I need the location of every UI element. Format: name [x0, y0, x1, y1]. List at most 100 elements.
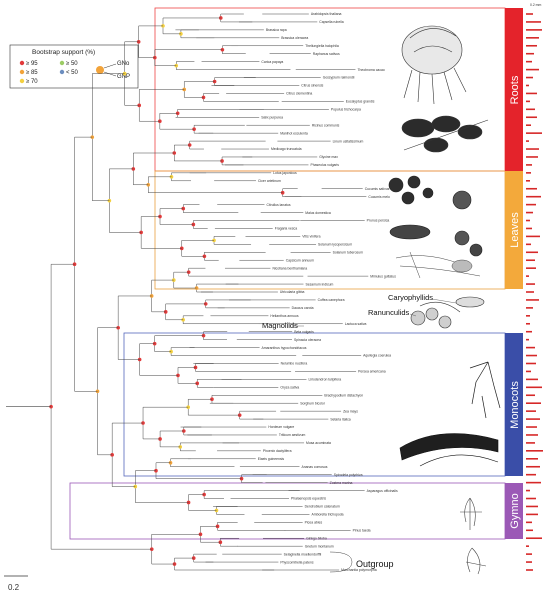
tip-label: Medicago truncatula [271, 147, 302, 151]
magnoliids-label: Magnoliids [262, 321, 298, 330]
tip-label: Brachypodium distachyon [324, 393, 363, 397]
tip-label: Spirodela polyrhiza [334, 473, 363, 477]
tip-label: Thellungiella halophila [305, 44, 339, 48]
legend-label-95: ≥ 95 [26, 61, 38, 67]
tip-label: Gossypium raimondii [323, 76, 355, 80]
plant-illustration-leaves-1 [389, 176, 482, 256]
tip-label: Raphanus sativus [313, 52, 340, 56]
tip-label: Vitis vinifera [302, 235, 320, 239]
side-bar-track [526, 14, 543, 570]
monocots-band-label: Monocots [509, 381, 521, 429]
leaves-band-label: Leaves [509, 212, 521, 248]
ranunculids-label: Ranunculids [368, 308, 410, 317]
tip-label: Phoenix dactylifera [263, 449, 292, 453]
tip-label: Theobroma cacao [357, 68, 384, 72]
plant-illustration-ranunculids [411, 308, 451, 328]
tip-label: Amborella trichopoda [311, 513, 343, 517]
tip-label: Oryza sativa [280, 386, 299, 390]
tip-label: Amaranthus hypochondriacus [262, 346, 307, 350]
outgroup-label: Outgroup [356, 559, 394, 569]
tip-label: Citrus clementina [286, 92, 312, 96]
tip-label: Sesamum indicum [305, 282, 333, 286]
tip-label: Ananas comosus [301, 465, 327, 469]
legend-label-50: ≥ 50 [66, 61, 78, 67]
tip-label: Physcomitrella patens [280, 560, 313, 564]
tip-label: Liriodendron tulipifera [308, 378, 341, 382]
tip-label: Asparagus officinalis [367, 489, 398, 493]
scale-bar-label: 0.2 [8, 583, 20, 592]
tip-label: Phaseolus vulgaris [310, 163, 339, 167]
tip-label: Musa acuminata [306, 441, 331, 445]
plant-illustration-roots-2 [402, 116, 488, 152]
caryophyllids-label: Caryophyllids [388, 293, 433, 302]
gymno-band-label: Gymno [509, 493, 521, 528]
tip-label: Dendrobium catenatum [305, 505, 340, 509]
tip-label: Beta vulgaris [294, 330, 314, 334]
tip-label: Mimulus guttatus [370, 274, 396, 278]
tip-label: Glycine max [319, 155, 338, 159]
tip-label: Fragaria vesca [275, 227, 298, 231]
roots-band-label: Roots [509, 75, 521, 104]
tip-label: Coffea canephora [318, 298, 345, 302]
tip-label: Nelumbo nucifera [281, 362, 308, 366]
tip-label: Aquilegia coerulea [363, 354, 391, 358]
tip-label: Gnetum montanum [305, 544, 334, 548]
tip-label: Pinus taeda [353, 528, 371, 532]
tip-label: Cucumis sativus [365, 187, 390, 191]
legend-key-label-gno: GNo [117, 61, 130, 67]
tip-label: Ginkgo biloba [306, 536, 327, 540]
tip-label: Arabidopsis thaliana [311, 12, 342, 16]
tip-label: Brassica oleracea [281, 36, 308, 40]
tip-label: Helianthus annuus [270, 314, 298, 318]
tip-label: Solanum tuberosum [333, 250, 364, 254]
tip-label: Picea abies [305, 521, 323, 525]
legend-dot-50 [60, 61, 64, 65]
legend-dot-lt50 [60, 70, 64, 74]
tip-label: Spinacia oleracea [294, 338, 321, 342]
tip-label: Nicotiana benthamiana [272, 266, 307, 270]
tip-label: Salix purpurea [261, 115, 283, 119]
tip-label: Sorghum bicolor [300, 401, 326, 405]
tip-label: Zea mays [343, 409, 358, 413]
tip-label: Prunus persica [367, 219, 390, 223]
tip-label: Cicer arietinum [258, 179, 281, 183]
legend-label-70: ≥ 70 [26, 79, 38, 85]
tip-label: Lactuca sativa [345, 322, 367, 326]
tip-label: Capsella rubella [319, 20, 343, 24]
tip-label: Selaginella moellendorffii [284, 552, 322, 556]
legend-dot-70 [20, 79, 24, 83]
tip-label: Malus domestica [305, 211, 331, 215]
plant-illustration-gymno [460, 498, 482, 530]
plant-illustration-leaves-2 [396, 252, 480, 278]
tip-label: Setaria italica [330, 417, 350, 421]
tip-label: Daucus carota [292, 306, 314, 310]
tip-label: Lotus japonicus [273, 171, 297, 175]
tip-label: Cucumis melo [368, 195, 390, 199]
tip-label: Utricularia gibba [280, 290, 305, 294]
plant-illustration-monocots-1 [470, 362, 500, 418]
tip-label: Zostera marina [330, 481, 353, 485]
tip-label: Phalaenopsis equestris [291, 497, 326, 501]
tip-label: Triticum aestivum [279, 433, 306, 437]
tip-label: Manihot esculenta [280, 131, 308, 135]
tip-label: Eucalyptus grandis [346, 100, 375, 104]
plant-illustration-monocots-2 [400, 434, 498, 466]
tip-label: Brassica rapa [266, 28, 287, 32]
tip-label: Populus trichocarpa [331, 108, 361, 112]
tip-label: Persea americana [358, 370, 386, 374]
tip-label: Hordeum vulgare [268, 425, 294, 429]
tip-label: Citrus sinensis [301, 84, 323, 88]
legend: Bootstrap support (%) ≥ 95 ≥ 85 ≥ 70 ≥ 5… [10, 45, 138, 88]
phylogenetic-tree [6, 14, 368, 570]
top-right-label: 0.2 mm [530, 3, 541, 7]
tip-label: Carica papaya [261, 60, 283, 64]
legend-label-lt50: < 50 [66, 70, 79, 76]
plant-illustration-roots-1 [402, 26, 466, 104]
legend-key-node [96, 66, 104, 74]
tip-label: Elaeis guineensis [258, 457, 285, 461]
tip-label: Linum usitatissimum [333, 139, 364, 143]
plant-illustration-outgroup [466, 548, 486, 574]
